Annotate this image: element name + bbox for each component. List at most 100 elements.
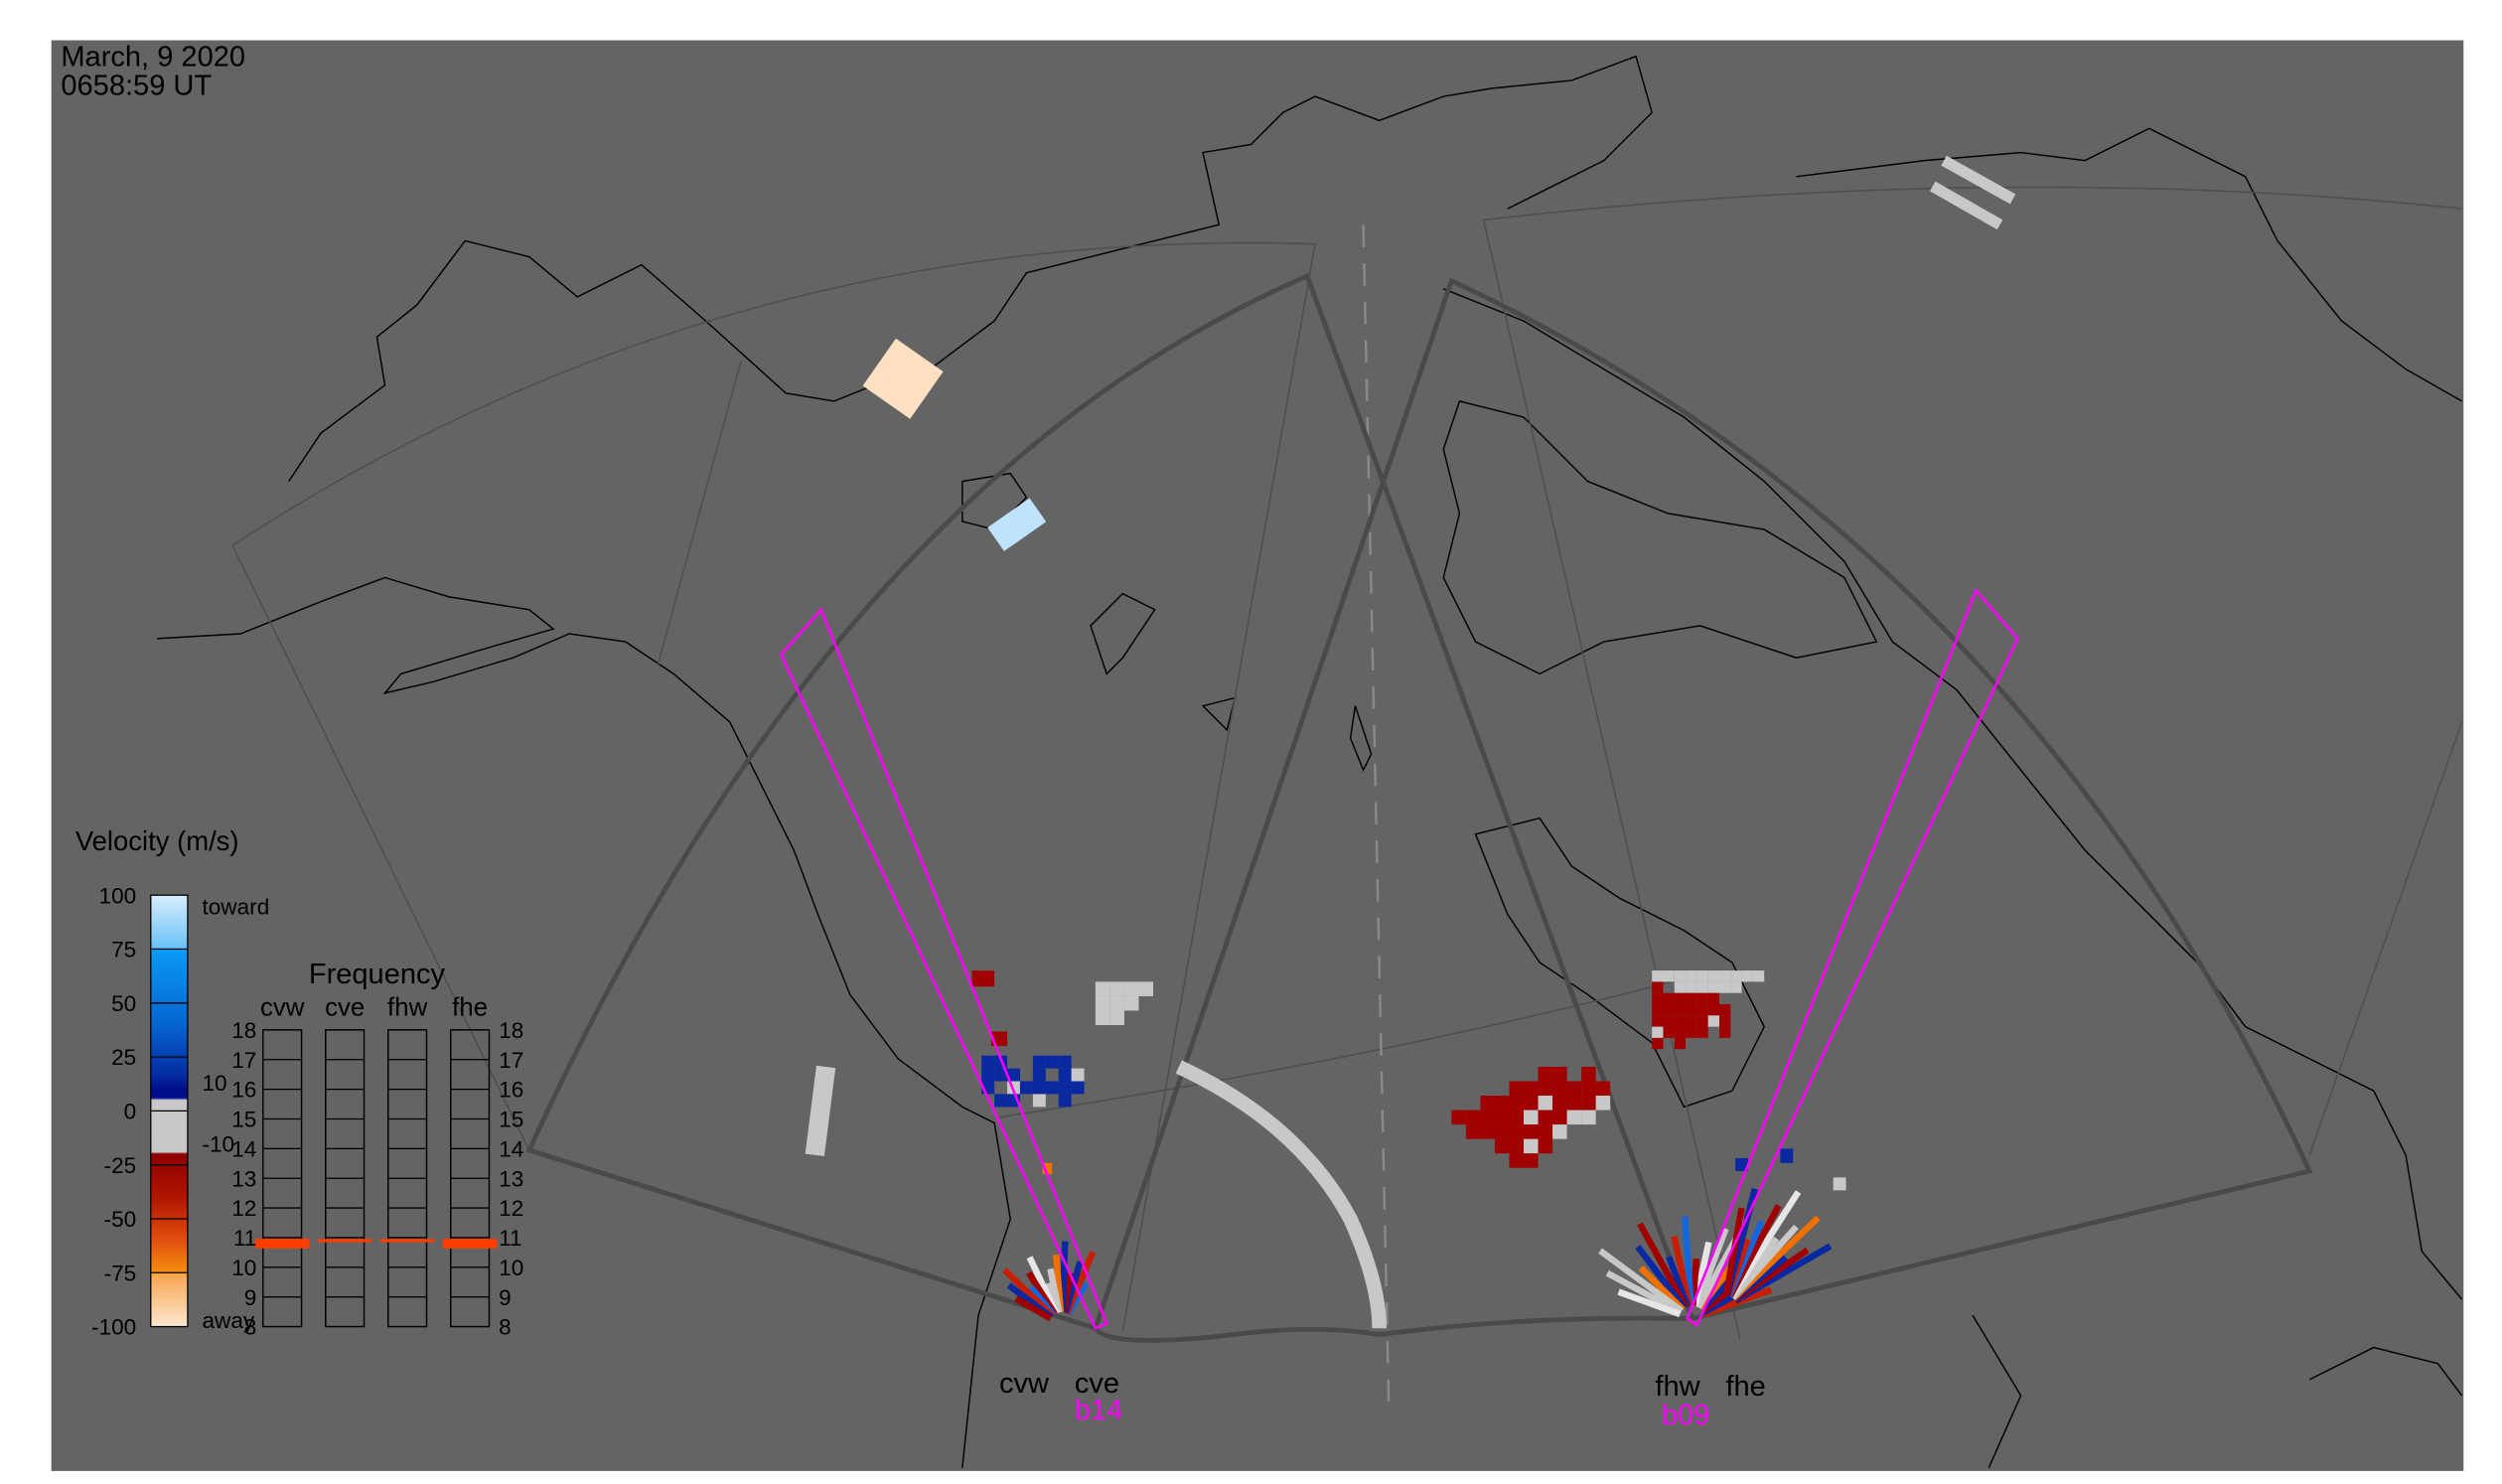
echo-cell <box>1674 992 1687 1005</box>
frequency-tick-right: 8 <box>499 1315 512 1340</box>
echo-cell <box>1538 1138 1553 1154</box>
frequency-tick-left: 10 <box>231 1256 256 1280</box>
grid-outlines <box>231 186 2463 1340</box>
echo-cell <box>1696 981 1708 993</box>
echo-cell <box>1752 970 1765 982</box>
echo-cell <box>1071 1068 1085 1082</box>
echo-cell <box>1032 1081 1046 1095</box>
inner-tick-10: 10 <box>202 1071 226 1096</box>
echo-strip-west <box>805 1065 836 1157</box>
echo-cell <box>1674 1015 1687 1027</box>
echo-cell <box>1686 1015 1697 1027</box>
echo-cell <box>1524 1153 1539 1168</box>
echo-cell <box>1538 1110 1553 1125</box>
echo-cell <box>1719 1015 1731 1027</box>
frequency-tick-right: 13 <box>499 1166 523 1191</box>
echo-cell <box>1552 1124 1567 1139</box>
inner-tick-minus10: -10 <box>202 1132 234 1157</box>
frequency-tick-right: 17 <box>499 1048 523 1073</box>
echo-cell <box>1652 1015 1664 1027</box>
frequency-tick-right: 11 <box>499 1226 521 1251</box>
echo-cell <box>1123 981 1139 996</box>
echo-cell <box>1671 1235 1693 1307</box>
echo-cell <box>1637 1222 1690 1309</box>
echo-cell <box>1722 1207 1745 1296</box>
frequency-tick-right: 18 <box>499 1018 523 1043</box>
echo-cell <box>1138 981 1154 996</box>
echo-cell <box>1719 970 1731 982</box>
site-label-cvw: cvw <box>999 1368 1050 1400</box>
echo-cell <box>1524 1138 1539 1154</box>
frequency-tick-left: 9 <box>244 1285 257 1310</box>
echo-cell <box>1538 1081 1553 1097</box>
beam-label-b09: b09 <box>1662 1400 1709 1431</box>
frequency-tick-left: 14 <box>231 1136 256 1161</box>
frequency-tick-left: 12 <box>231 1196 256 1221</box>
frequency-bar-cve <box>317 1239 372 1243</box>
echo-cells <box>971 970 1846 1322</box>
date-label: March, 9 2020 <box>61 41 245 73</box>
coastlines <box>157 55 2463 1468</box>
echo-cell <box>981 1068 995 1082</box>
echo-cell <box>1663 992 1675 1005</box>
echo-cell <box>1524 1081 1539 1097</box>
echo-cell <box>1686 1026 1697 1038</box>
velocity-tick-label: -100 <box>91 1315 136 1340</box>
velocity-tick-label: 75 <box>111 938 136 963</box>
frequency-tick-right: 12 <box>499 1196 523 1221</box>
echo-cell <box>1509 1110 1525 1125</box>
echo-cell <box>1741 970 1753 982</box>
fov-outlines <box>525 272 2313 1343</box>
velocity-tick-label: 0 <box>124 1099 137 1123</box>
away-label: away <box>202 1308 254 1333</box>
echo-cell <box>1071 1081 1085 1095</box>
echo-cell <box>1707 1015 1720 1027</box>
echo-cell <box>1652 1026 1664 1038</box>
echo-cell <box>1686 1004 1697 1016</box>
echo-cell <box>1696 992 1708 1005</box>
echo-cell <box>1581 1096 1596 1111</box>
echo-cell <box>1696 970 1708 982</box>
echo-cell <box>1480 1124 1495 1139</box>
frequency-tick-left: 17 <box>231 1048 256 1073</box>
echo-cell <box>1652 992 1664 1005</box>
echo-cell <box>1509 1138 1525 1154</box>
echo-cell <box>1696 1015 1708 1027</box>
echo-cell <box>1663 1026 1675 1038</box>
velocity-tick-label: -75 <box>104 1261 137 1285</box>
echo-bars-north <box>1929 155 2016 230</box>
echo-cell <box>1693 1227 1729 1308</box>
frequency-column-label: cvw <box>260 993 305 1021</box>
time-label: 0658:59 UT <box>61 70 212 101</box>
echo-cell <box>1538 1124 1553 1139</box>
echo-cell <box>1538 1066 1553 1082</box>
echo-cell <box>1032 1094 1046 1108</box>
echo-cell <box>1109 981 1124 996</box>
echo-cell <box>1045 1081 1059 1095</box>
echo-cell <box>1674 970 1687 982</box>
velocity-tick-label: 50 <box>111 991 136 1016</box>
site-label-cve: cve <box>1075 1368 1119 1400</box>
beam-label-b14: b14 <box>1075 1395 1122 1426</box>
echo-cell <box>1109 1010 1124 1026</box>
echo-cell <box>1719 1004 1731 1016</box>
echo-cell <box>1538 1096 1553 1111</box>
frequency-tick-left: 16 <box>231 1078 256 1103</box>
echo-cell <box>1681 1216 1694 1306</box>
echo-cell <box>1552 1066 1567 1082</box>
velocity-legend-title: Velocity (m/s) <box>75 825 239 856</box>
echo-cell <box>1566 1096 1582 1111</box>
echo-cell <box>1652 970 1664 982</box>
echo-cell <box>1581 1066 1596 1082</box>
echo-cell <box>1566 1081 1582 1097</box>
echo-cell <box>1042 1162 1053 1175</box>
echo-cell <box>1719 1026 1731 1038</box>
echo-cell <box>1480 1110 1495 1125</box>
frequency-tick-right: 9 <box>499 1285 512 1310</box>
echo-cell <box>1524 1096 1539 1111</box>
echo-cell <box>1058 1068 1072 1082</box>
echo-cell <box>1598 1248 1685 1314</box>
echo-cell <box>1524 1124 1539 1139</box>
